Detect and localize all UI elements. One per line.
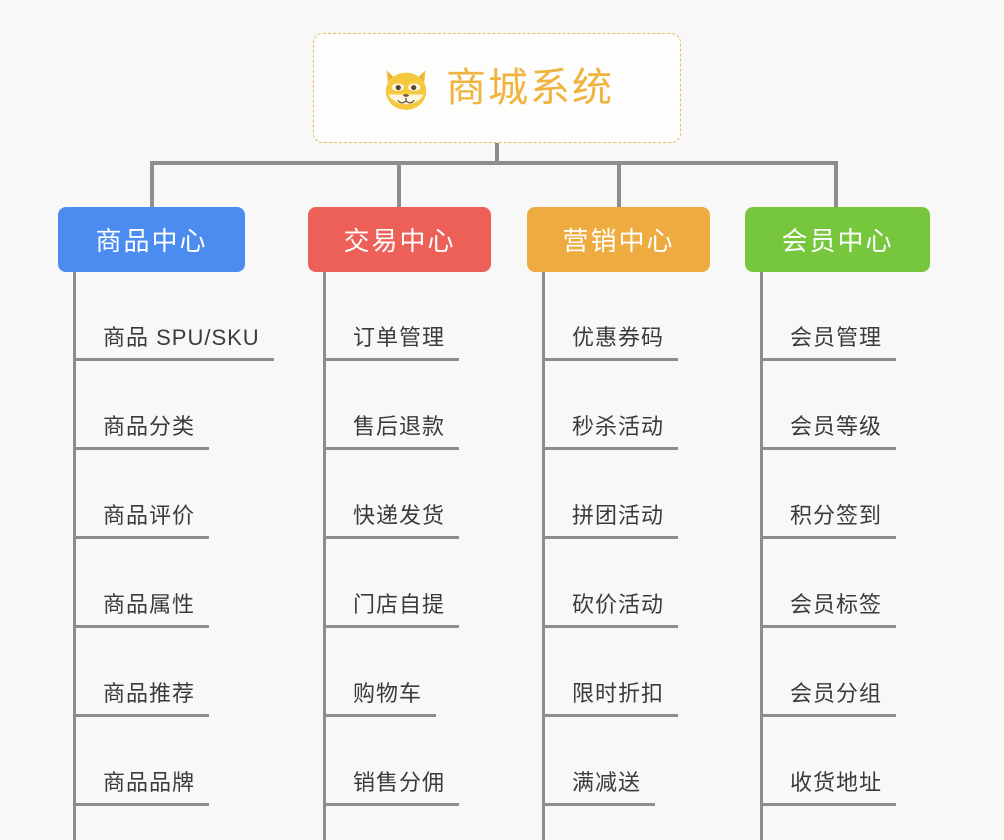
root-node[interactable]: 商城系统 [313,33,681,143]
leaf-item[interactable]: 购物车 [308,628,491,717]
leaf-label: 会员等级 [760,409,897,450]
leaf-item[interactable]: 会员标签 [745,539,930,628]
leaf-label: 会员管理 [760,320,897,361]
leaf-label: 商品 SPU/SKU [73,320,274,361]
leaf-label: 购物车 [323,676,437,717]
leaf-item[interactable]: 拼团活动 [527,450,710,539]
leaf-item[interactable]: 商品评价 [58,450,245,539]
leaf-item[interactable]: 积分签到 [745,450,930,539]
leaf-label: 砍价活动 [542,587,679,628]
leaf-label: 收货地址 [760,765,897,806]
leaf-item[interactable]: 售后退款 [308,361,491,450]
category-header-2[interactable]: 交易中心 [308,207,491,272]
leaf-label: 会员分组 [760,676,897,717]
leaf-label: 优惠券码 [542,320,679,361]
leaf-item[interactable]: 限时折扣 [527,628,710,717]
trunk-line-3 [542,272,545,840]
column-1: 商品中心 商品 SPU/SKU 商品分类 商品评价 商品属性 商品推荐 商品品牌 [58,207,274,840]
connector-root-stem [495,143,499,163]
leaf-label: 秒杀活动 [542,409,679,450]
category-header-3[interactable]: 营销中心 [527,207,710,272]
trunk-line-1 [73,272,76,840]
leaf-stack-1: 商品 SPU/SKU 商品分类 商品评价 商品属性 商品推荐 商品品牌 [58,272,274,840]
category-header-label: 营销中心 [562,226,675,256]
leaf-label: 积分签到 [760,498,897,539]
leaf-label: 售后退款 [323,409,460,450]
trunk-line-2 [323,272,326,840]
leaf-item[interactable]: 商品属性 [58,539,245,628]
leaf-item[interactable]: 砍价活动 [527,539,710,628]
connector-drop-2 [397,161,401,207]
leaf-item[interactable]: 满减送 [527,717,710,806]
leaf-label: 限时折扣 [542,676,679,717]
category-header-label: 商品中心 [95,226,208,256]
leaf-item[interactable]: 会员等级 [745,361,930,450]
category-header-4[interactable]: 会员中心 [745,207,930,272]
column-3: 营销中心 优惠券码 秒杀活动 拼团活动 砍价活动 限时折扣 满减送 [527,207,710,840]
leaf-item[interactable]: 订单管理 [308,272,491,361]
leaf-item[interactable]: 商品推荐 [58,628,245,717]
trunk-line-4 [760,272,763,840]
leaf-item[interactable]: 商品分类 [58,361,245,450]
leaf-item[interactable]: 商品品牌 [58,717,245,806]
column-4: 会员中心 会员管理 会员等级 积分签到 会员标签 会员分组 收货地址 [745,207,930,840]
leaf-label: 门店自提 [323,587,460,628]
leaf-item[interactable]: 销售分佣 [308,717,491,806]
leaf-label: 商品评价 [73,498,210,539]
leaf-label: 拼团活动 [542,498,679,539]
column-2: 交易中心 订单管理 售后退款 快递发货 门店自提 购物车 销售分佣 [308,207,491,840]
leaf-label: 销售分佣 [323,765,460,806]
connector-drop-4 [834,161,838,207]
category-header-1[interactable]: 商品中心 [58,207,245,272]
leaf-item[interactable]: 门店自提 [308,539,491,628]
leaf-label: 快递发货 [323,498,460,539]
leaf-stack-2: 订单管理 售后退款 快递发货 门店自提 购物车 销售分佣 [308,272,491,840]
leaf-item[interactable]: 快递发货 [308,450,491,539]
leaf-label: 商品推荐 [73,676,210,717]
leaf-item[interactable]: 优惠券码 [527,272,710,361]
leaf-label: 商品分类 [73,409,210,450]
leaf-label: 满减送 [542,765,656,806]
shiba-dog-face-icon [380,62,432,114]
connector-drop-1 [150,161,154,207]
leaf-item[interactable]: 会员管理 [745,272,930,361]
category-header-label: 交易中心 [343,226,456,256]
connector-drop-3 [617,161,621,207]
category-header-label: 会员中心 [781,226,894,256]
leaf-label: 商品属性 [73,587,210,628]
leaf-label: 商品品牌 [73,765,210,806]
leaf-item[interactable]: 商品 SPU/SKU [58,272,274,361]
leaf-stack-3: 优惠券码 秒杀活动 拼团活动 砍价活动 限时折扣 满减送 [527,272,710,840]
leaf-item[interactable]: 收货地址 [745,717,930,806]
leaf-item[interactable]: 会员分组 [745,628,930,717]
leaf-stack-4: 会员管理 会员等级 积分签到 会员标签 会员分组 收货地址 [745,272,930,840]
leaf-label: 订单管理 [323,320,460,361]
leaf-item[interactable]: 秒杀活动 [527,361,710,450]
root-title: 商城系统 [446,66,614,110]
leaf-label: 会员标签 [760,587,897,628]
connector-horizontal-bar [150,161,838,165]
